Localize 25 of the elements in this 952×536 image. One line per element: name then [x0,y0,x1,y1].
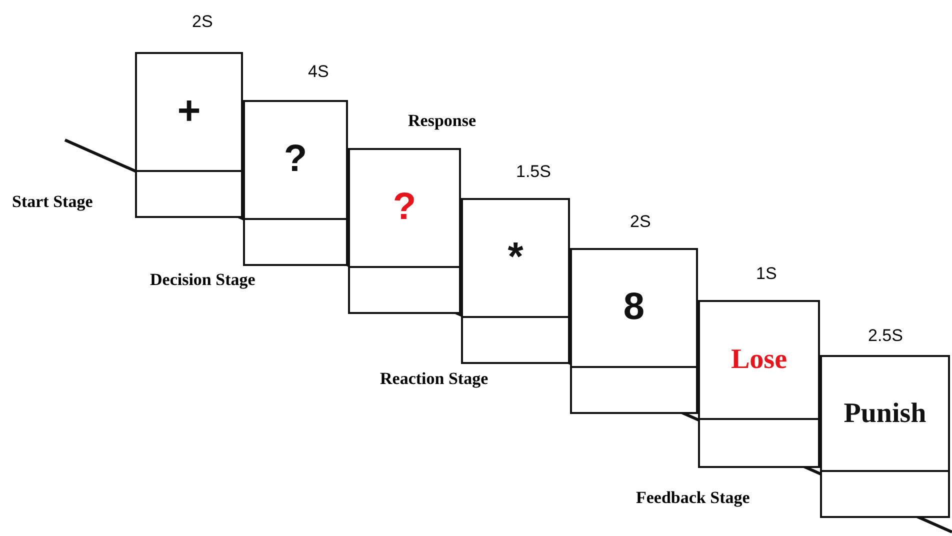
duration-label: 2.5S [868,326,903,346]
duration-label: 1.5S [516,162,551,182]
stage-label: Feedback Stage [636,488,750,508]
question-mark: ? [282,138,308,181]
question-mark: ? [392,186,418,229]
duration-label: 4S [308,62,329,82]
feedback-text: Lose [730,344,788,376]
screen-box [461,198,570,364]
plus-symbol: + [176,89,202,134]
duration-label: 2S [630,212,651,232]
asterisk-symbol: * [506,235,524,280]
response-label: Response [408,111,476,131]
stage-label: Start Stage [12,192,93,212]
screen-box [820,355,950,518]
screen-box [348,148,461,314]
screen-box [570,248,698,414]
stage-label: Reaction Stage [380,369,488,389]
screen-box [135,52,243,218]
screen-box [698,300,820,468]
feedback-text: Punish [842,398,928,430]
duration-label: 2S [192,12,213,32]
duration-label: 1S [756,264,777,284]
screen-box [243,100,348,266]
number-text: 8 [622,286,646,329]
stage-label: Decision Stage [150,270,256,290]
